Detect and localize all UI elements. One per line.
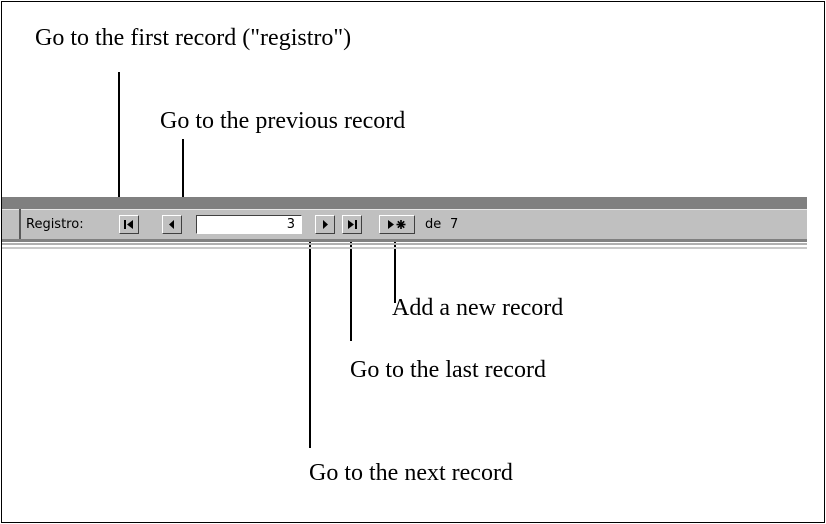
- first-record-icon: [124, 220, 133, 229]
- callout-next-record: Go to the next record: [309, 460, 513, 486]
- previous-record-button[interactable]: [162, 215, 182, 234]
- callout-first-record: Go to the first record ("registro"): [35, 25, 352, 51]
- current-record-field[interactable]: [196, 215, 302, 234]
- total-prefix-label: de: [425, 217, 442, 232]
- callout-new-record: Add a new record: [392, 295, 564, 321]
- leader-previous-record: [182, 139, 184, 197]
- total-records-value: 7: [450, 217, 459, 232]
- record-navigation-strip: Registro:: [2, 197, 807, 259]
- bar-highlight: [2, 209, 807, 210]
- next-record-button[interactable]: [315, 215, 335, 234]
- new-record-icon: [388, 220, 406, 229]
- previous-record-icon: [169, 220, 174, 229]
- leader-next-record: [309, 235, 311, 448]
- callout-last-record: Go to the last record: [350, 357, 546, 383]
- record-label: Registro:: [26, 217, 84, 232]
- bar-bottom-rule-light: [2, 247, 807, 249]
- bar-bottom-rule: [2, 243, 807, 245]
- leader-first-record: [118, 72, 120, 197]
- last-record-button[interactable]: [342, 215, 362, 234]
- callout-previous-record: Go to the previous record: [160, 108, 406, 134]
- leader-last-record: [350, 235, 352, 341]
- leader-new-record: [394, 235, 396, 303]
- bar-left-edge: [19, 209, 21, 239]
- bar-bottom-edge: [2, 239, 807, 242]
- last-record-icon: [348, 220, 357, 229]
- next-record-icon: [323, 220, 328, 229]
- first-record-button[interactable]: [119, 215, 139, 234]
- new-record-button[interactable]: [379, 215, 415, 234]
- window-band: [2, 197, 807, 209]
- record-navigation-bar: Registro:: [2, 209, 807, 239]
